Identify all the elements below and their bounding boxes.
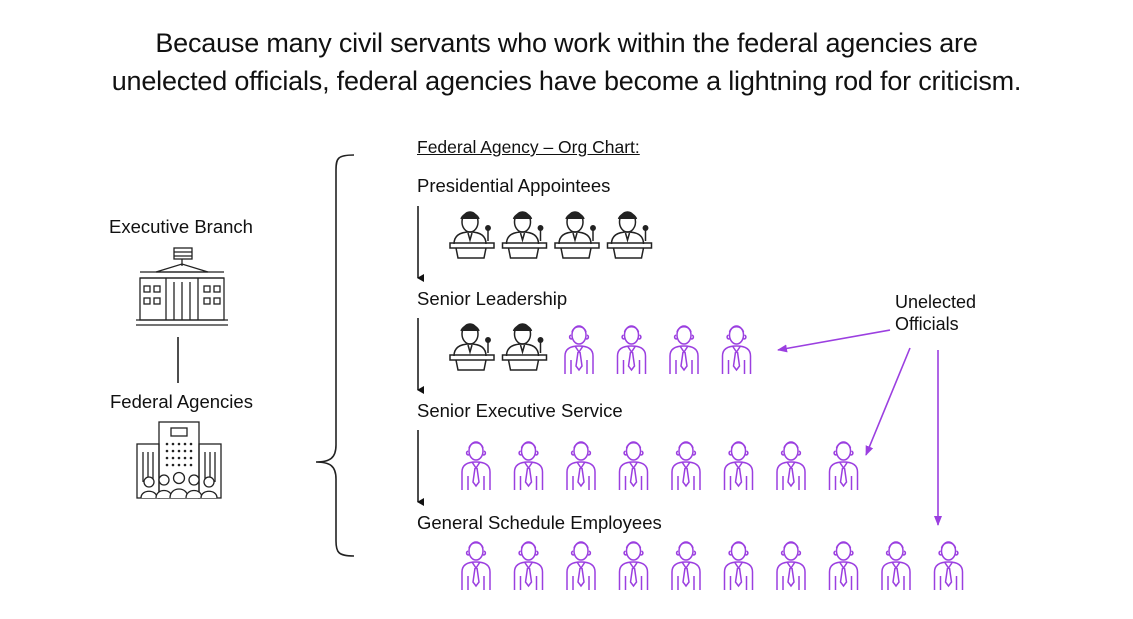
speaker-at-podium-icon: [501, 323, 548, 371]
speaker-at-podium-icon: [449, 323, 495, 371]
person-with-tie-icon: [776, 441, 806, 490]
speaker-at-podium-icon: [449, 211, 495, 259]
org-chart-brace: [315, 154, 355, 557]
person-with-tie-icon: [566, 441, 596, 490]
person-with-tie-icon: [723, 541, 754, 590]
annotation-arrow-senior-leadership: [777, 329, 891, 353]
person-with-tie-icon: [566, 541, 596, 590]
person-with-tie-icon: [513, 541, 544, 590]
person-with-tie-icon: [828, 441, 859, 490]
person-with-tie-icon: [669, 325, 699, 374]
person-with-tie-icon: [618, 541, 649, 590]
person-with-tie-icon: [461, 441, 491, 490]
office-building-people-icon: [136, 421, 222, 499]
unelected-officials-label-line-2: Officials: [895, 314, 959, 334]
tier-label-senior-leadership: Senior Leadership: [417, 288, 568, 309]
person-with-tie-icon: [513, 441, 544, 490]
person-with-tie-icon: [721, 325, 752, 374]
speaker-at-podium-icon: [554, 211, 600, 259]
tier-label-general-schedule-employees: General Schedule Employees: [417, 512, 662, 533]
headline: Because many civil servants who work wit…: [0, 24, 1133, 100]
speaker-at-podium-icon: [606, 211, 653, 259]
unelected-officials-label-line-1: Unelected: [895, 292, 977, 312]
federal-agencies-label: Federal Agencies: [110, 391, 253, 412]
person-with-tie-icon: [461, 541, 491, 590]
headline-line-1: Because many civil servants who work wit…: [155, 28, 978, 58]
person-with-tie-icon: [828, 541, 859, 590]
person-with-tie-icon: [776, 541, 806, 590]
speaker-at-podium-icon: [501, 211, 548, 259]
annotation-arrow-senior-executive: [865, 347, 911, 456]
person-with-tie-icon: [933, 541, 964, 590]
tier-label-presidential-appointees: Presidential Appointees: [417, 175, 611, 196]
person-with-tie-icon: [564, 325, 594, 374]
person-with-tie-icon: [671, 541, 701, 590]
person-with-tie-icon: [881, 541, 911, 590]
person-with-tie-icon: [723, 441, 754, 490]
person-with-tie-icon: [671, 441, 701, 490]
tier-label-senior-executive-service: Senior Executive Service: [417, 400, 623, 421]
org-chart-title: Federal Agency – Org Chart:: [417, 137, 640, 157]
headline-line-2: unelected officials, federal agencies ha…: [111, 66, 1022, 96]
person-with-tie-icon: [618, 441, 649, 490]
person-with-tie-icon: [616, 325, 647, 374]
executive-branch-label: Executive Branch: [109, 216, 253, 237]
government-building-icon: [136, 247, 228, 326]
